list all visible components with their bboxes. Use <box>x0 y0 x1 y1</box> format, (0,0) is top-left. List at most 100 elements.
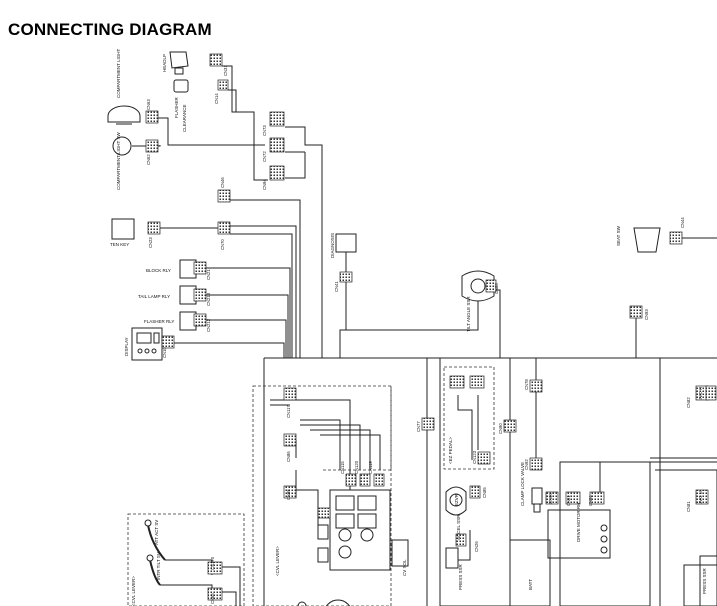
wire-comp-sw <box>132 145 161 147</box>
label-headlp: HEADLP <box>162 54 167 72</box>
wire-display <box>162 342 285 358</box>
connector-cn62 <box>145 139 159 153</box>
connector-cn85 <box>469 485 481 499</box>
label-cn65: CN65 <box>210 593 215 604</box>
batt-box <box>509 539 551 606</box>
label-clamp-lock-valve: CLAMP LOCK VALVE <box>520 462 525 506</box>
page-title: CONNECTING DIAGRAM <box>8 20 212 39</box>
diagnosis-icon <box>335 233 357 253</box>
wire-cvl-1 <box>270 399 351 490</box>
lower-lever-box <box>127 513 245 606</box>
cvl-lever-box <box>252 385 392 606</box>
flasher-rly-icon <box>179 311 197 331</box>
label-cn78: CN78 <box>524 379 529 390</box>
label-cvl-lever-2: <CVL LEVER> <box>131 576 136 606</box>
label-cn23: CN23 <box>148 237 153 248</box>
label-press-ssr-2: PRESS SSR <box>702 567 707 594</box>
connector-cn117 <box>283 387 297 401</box>
label-cn119: CN119 <box>368 461 373 474</box>
label-cn10: CN10 <box>162 347 167 358</box>
wire-cvl-3 <box>300 419 341 470</box>
accel-ssr-icon <box>445 486 467 516</box>
label-jvc-h: JVC H <box>698 387 703 400</box>
connector-cn170 <box>207 561 223 575</box>
connector-cn41 <box>339 271 353 283</box>
wire-cvl-4 <box>300 424 361 470</box>
label-tail-lamp-rly: TAIL LAMP RLY <box>138 294 170 299</box>
wire-cn23 <box>230 225 297 358</box>
wire-cn41 <box>339 282 347 358</box>
connector-cn78 <box>529 379 543 393</box>
drive-motor-terminals <box>600 524 608 554</box>
label-cn89: CN85 <box>286 489 291 500</box>
connector-cn93 <box>629 305 643 319</box>
right-edge-box <box>699 555 717 606</box>
label-intr-tilt-sv: INTR TILT SV <box>156 552 161 580</box>
label-seat-sw: SEAT SW <box>616 225 621 246</box>
wire-cn170 <box>222 566 241 606</box>
label-cn61: CN61 <box>566 495 571 506</box>
label-cn44: CN44 <box>680 217 685 228</box>
bottom-partial-shapes <box>297 599 351 606</box>
label-cn120: CN120 <box>354 460 359 474</box>
connector-cn213 <box>193 261 207 275</box>
connector-cn81 <box>695 489 709 505</box>
clamp-lock-valve-icon <box>531 487 543 513</box>
drive-motor-box <box>547 509 611 559</box>
wire-cn86c <box>296 489 319 530</box>
wire-motor <box>560 461 601 495</box>
label-tilt-angle-ssr: TILT ANGLE SSR <box>466 296 471 332</box>
connector-cn90 <box>503 419 517 433</box>
label-cn88: CN88 <box>494 283 499 294</box>
block-rly-icon <box>179 259 197 279</box>
label-cn46: CN46 <box>220 177 225 188</box>
wire-lever-1 <box>165 559 213 575</box>
wire-cn45 <box>205 294 289 358</box>
label-accel-ssr: ACCEL SSR <box>456 514 461 540</box>
wire-right-3 <box>655 469 717 606</box>
label-cn31: CN31 <box>223 65 228 76</box>
wire-cn213 <box>205 267 291 358</box>
connector-ez-2 <box>469 375 485 389</box>
wire-cn94b <box>285 152 306 179</box>
connector-cn88 <box>485 279 497 293</box>
label-cn21: CN21 <box>206 269 211 280</box>
wire-ez-1 <box>457 395 473 460</box>
wire-comp-light <box>158 117 254 146</box>
connector-cn119 <box>373 473 385 487</box>
connector-cn63 <box>145 110 159 124</box>
headlamp-icon <box>169 51 189 75</box>
label-cn41: CN41 <box>334 281 339 292</box>
wire-cn73-main <box>285 126 323 358</box>
label-flasher: FLASHER <box>174 96 179 118</box>
wire-cn88 <box>490 289 501 358</box>
label-cn84: CN84 <box>588 495 593 506</box>
label-clearance: CLEARANCE <box>182 104 187 132</box>
connector-cn73 <box>269 111 285 127</box>
connector-labels: CN31 CN14 CN63 CN62 CN73 CN72 CN94 CN46 … <box>146 65 691 604</box>
wire-cn94 <box>253 112 268 181</box>
label-flasher-rly: FLASHER RLY <box>144 319 174 324</box>
label-ez-pedal: <EZ PEDAL> <box>448 437 453 464</box>
connector-cn66 <box>545 491 559 505</box>
connector-cn123 <box>477 451 491 465</box>
ten-key-icon <box>111 218 135 240</box>
wire-cn212 <box>205 319 287 358</box>
label-ten-key: TEN KEY <box>110 242 129 247</box>
label-ezvr: EZVR <box>454 493 459 506</box>
label-cn62: CN62 <box>146 154 151 165</box>
display-icon <box>131 327 163 361</box>
mid-column-box <box>439 357 511 606</box>
tail-lamp-rly-icon <box>179 285 197 305</box>
seat-sw-icon <box>633 227 661 253</box>
connector-cn89 <box>283 485 297 499</box>
connector-cn120 <box>359 473 371 487</box>
label-display: DISPLAY <box>124 337 129 356</box>
wire-cn65 <box>222 591 237 606</box>
connector-cn212 <box>193 313 207 327</box>
connector-cn23 <box>147 221 161 235</box>
cvl-inner <box>323 386 392 471</box>
label-cn77: CN77 <box>416 421 421 432</box>
label-cn94: CN94 <box>262 179 267 190</box>
press-ssr-icon <box>445 547 459 569</box>
